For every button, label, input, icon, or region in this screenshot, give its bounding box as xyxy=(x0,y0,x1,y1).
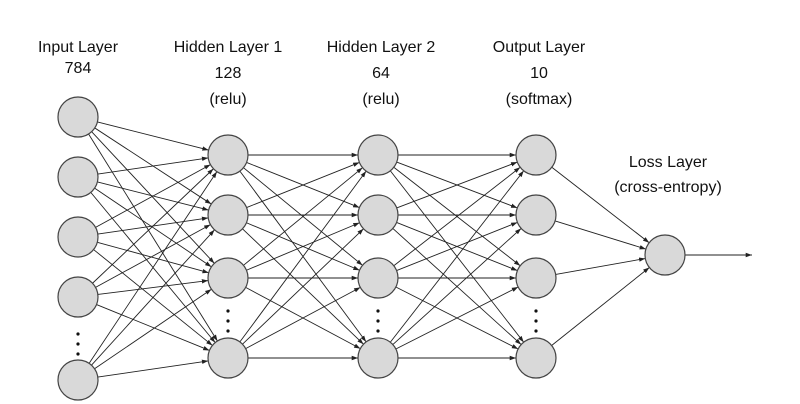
edge-input-4-to-hidden1-1 xyxy=(91,229,215,366)
output-ellipsis-dot-1 xyxy=(534,319,538,323)
hidden-layer-2-activation: (relu) xyxy=(362,91,399,108)
output-layer-units: 10 xyxy=(530,65,548,82)
edge-input-4-to-hidden1-0 xyxy=(88,171,218,364)
edge-hidden1-3-to-hidden2-0 xyxy=(239,170,367,343)
edge-hidden1-3-to-hidden2-2 xyxy=(245,287,361,349)
continuation-dots xyxy=(76,309,538,356)
hidden-layer-2-label: Hidden Layer 2 64 (relu) xyxy=(327,39,436,108)
edge-output-2-to-loss xyxy=(555,257,646,275)
edge-hidden1-2-to-hidden2-1 xyxy=(246,222,360,271)
hidden-layer-1-title: Hidden Layer 1 xyxy=(174,39,283,56)
edge-input-3-to-hidden1-3 xyxy=(96,304,210,351)
input-layer-title: Input Layer xyxy=(38,39,119,56)
hidden1-neuron-0 xyxy=(207,134,249,176)
edge-input-0-to-hidden1-2 xyxy=(91,131,215,264)
input-neuron-4 xyxy=(57,359,99,401)
hidden1-neuron-2 xyxy=(207,257,249,299)
edge-input-4-to-hidden1-3 xyxy=(97,359,209,378)
input-layer-label: Input Layer 784 xyxy=(38,39,119,77)
hidden2-neuron-1 xyxy=(357,194,399,236)
edge-input-3-to-hidden1-0 xyxy=(92,168,214,284)
edge-input-2-to-hidden1-0 xyxy=(95,164,211,228)
output-ellipsis-dot-0 xyxy=(534,309,538,313)
hidden-layer-2-units: 64 xyxy=(372,65,390,82)
edge-input-0-to-hidden1-0 xyxy=(97,121,209,151)
hidden1-neuron-3 xyxy=(207,337,249,379)
hidden2-ellipsis-dot-2 xyxy=(376,329,380,333)
output-layer-activation: (softmax) xyxy=(506,91,573,108)
hidden-layer-1-units: 128 xyxy=(215,65,242,82)
edge-hidden2-1-to-output-0 xyxy=(396,161,518,209)
output-layer-title: Output Layer xyxy=(493,39,586,56)
input-ellipsis-dot-0 xyxy=(76,332,80,336)
connection-edges xyxy=(88,121,752,378)
edge-output-0-to-loss xyxy=(551,166,650,244)
hidden2-neuron-3 xyxy=(357,337,399,379)
hidden2-neuron-0 xyxy=(357,134,399,176)
edge-hidden2-3-to-output-0 xyxy=(389,170,525,343)
output-neuron-0 xyxy=(515,134,557,176)
edge-input-1-to-hidden1-2 xyxy=(94,187,212,268)
edge-output-1-to-loss xyxy=(554,220,647,250)
edge-input-1-to-hidden1-0 xyxy=(97,156,209,175)
hidden-layer-2-title: Hidden Layer 2 xyxy=(327,39,436,56)
output-neuron-2 xyxy=(515,257,557,299)
hidden1-ellipsis-dot-2 xyxy=(226,329,230,333)
hidden-layer-1-activation: (relu) xyxy=(209,91,246,108)
edge-hidden1-3-to-hidden2-1 xyxy=(242,228,364,345)
output-neuron-1 xyxy=(515,194,557,236)
hidden1-ellipsis-dot-0 xyxy=(226,309,230,313)
edge-hidden2-2-to-output-0 xyxy=(393,166,521,267)
hidden1-neuron-1 xyxy=(207,194,249,236)
edge-hidden1-1-to-hidden2-0 xyxy=(246,162,360,208)
edge-hidden1-2-to-hidden2-0 xyxy=(243,167,363,266)
edge-input-3-to-hidden1-2 xyxy=(97,279,209,295)
loss-neuron xyxy=(644,234,686,276)
input-ellipsis-dot-1 xyxy=(76,342,80,346)
loss-layer-title: Loss Layer xyxy=(629,154,708,171)
hidden1-ellipsis-dot-1 xyxy=(226,319,230,323)
input-layer-units: 784 xyxy=(65,60,92,77)
input-neuron-3 xyxy=(57,276,99,318)
neuron-nodes xyxy=(57,96,686,401)
hidden2-ellipsis-dot-0 xyxy=(376,309,380,313)
edge-input-2-to-hidden1-2 xyxy=(97,241,209,274)
edge-output-3-to-loss xyxy=(551,267,650,346)
input-neuron-0 xyxy=(57,96,99,138)
hidden2-ellipsis-dot-1 xyxy=(376,319,380,323)
output-layer-label: Output Layer 10 (softmax) xyxy=(493,39,586,108)
output-neuron-3 xyxy=(515,337,557,379)
input-ellipsis-dot-2 xyxy=(76,352,80,356)
edge-hidden2-3-to-output-2 xyxy=(395,286,519,350)
edge-hidden2-2-to-output-1 xyxy=(396,221,518,272)
hidden2-neuron-2 xyxy=(357,257,399,299)
edge-hidden2-3-to-output-1 xyxy=(392,228,522,345)
edge-input-0-to-hidden1-3 xyxy=(88,133,218,342)
input-neuron-2 xyxy=(57,216,99,258)
edge-input-3-to-hidden1-1 xyxy=(95,224,211,288)
hidden-layer-1-label: Hidden Layer 1 128 (relu) xyxy=(174,39,283,108)
input-neuron-1 xyxy=(57,156,99,198)
loss-layer-label: Loss Layer (cross-entropy) xyxy=(614,154,722,196)
loss-layer-detail: (cross-entropy) xyxy=(614,179,722,196)
output-ellipsis-dot-2 xyxy=(534,329,538,333)
edge-input-4-to-hidden1-2 xyxy=(94,288,212,370)
